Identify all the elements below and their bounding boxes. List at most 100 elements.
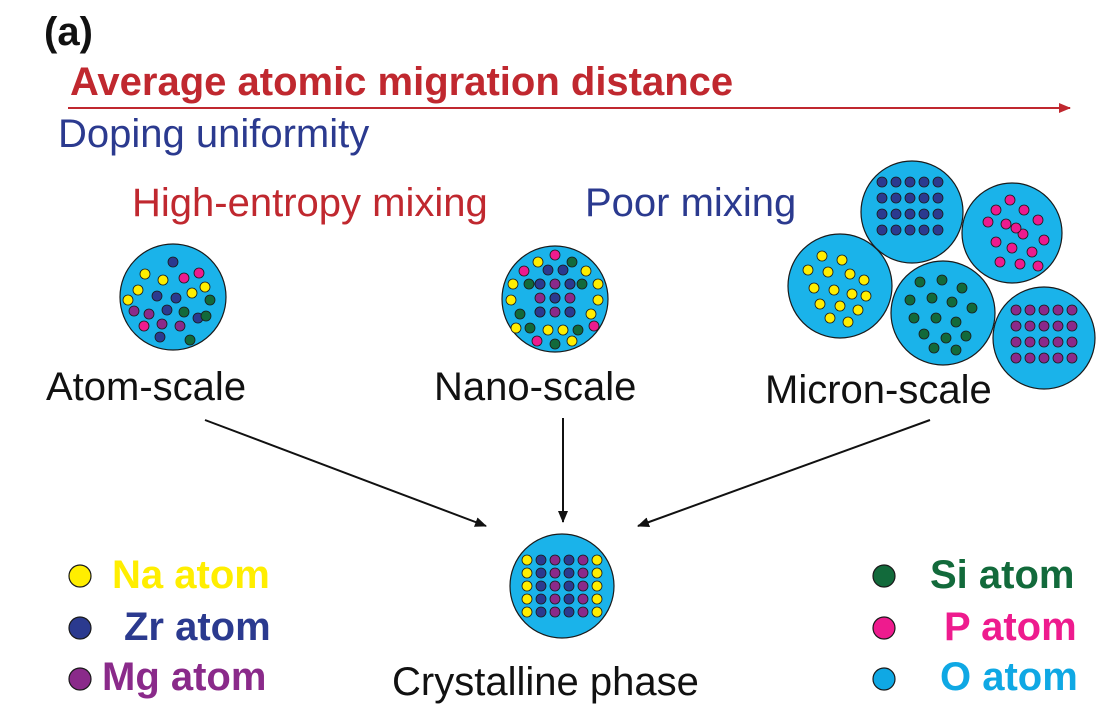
- micron-p-dot: [1032, 260, 1044, 272]
- micron-si-dot: [914, 276, 926, 288]
- micron-mg-dot: [1066, 320, 1078, 332]
- nano-scale-dot: [576, 278, 588, 290]
- micron-zr-dot: [918, 192, 930, 204]
- atom-scale-dot: [139, 268, 151, 280]
- micron-mg-dot: [1010, 352, 1022, 364]
- nano-scale-dot: [542, 324, 554, 336]
- atom-scale-dot: [199, 281, 211, 293]
- doping-uniformity-label: Doping uniformity: [58, 112, 370, 156]
- micron-p-dot: [990, 236, 1002, 248]
- micron-na-dot: [828, 284, 840, 296]
- crystalline-dot: [535, 593, 547, 605]
- crystalline-dot: [577, 606, 589, 618]
- micron-si-dot: [936, 274, 948, 286]
- crystalline-dot: [549, 567, 561, 579]
- atom-scale-dot: [132, 284, 144, 296]
- micron-mg-dot: [1024, 336, 1036, 348]
- micron-p-dot: [990, 204, 1002, 216]
- micron-zr-dot: [904, 176, 916, 188]
- poor-mixing-label: Poor mixing: [585, 181, 797, 225]
- micron-p-dot: [1000, 218, 1012, 230]
- micron-si-dot: [908, 312, 920, 324]
- micron-zr-dot: [890, 224, 902, 236]
- nano-scale-dot: [557, 324, 569, 336]
- micron-na-dot: [824, 312, 836, 324]
- micron-zr-dot: [918, 224, 930, 236]
- micron-zr-dot: [932, 176, 944, 188]
- micron-mg-dot: [1010, 336, 1022, 348]
- nano-scale-dot: [514, 308, 526, 320]
- atom-scale-dot: [200, 310, 212, 322]
- atom-scale-dot: [138, 320, 150, 332]
- micron-mg-dot: [1010, 304, 1022, 316]
- panel-label: (a): [44, 10, 93, 54]
- micron-zr-dot: [876, 208, 888, 220]
- atom-scale-dot: [154, 331, 166, 343]
- crystalline-dot: [563, 580, 575, 592]
- micron-si-dot: [940, 332, 952, 344]
- micron-na-dot: [852, 304, 864, 316]
- micron-p-dot: [1004, 194, 1016, 206]
- micron-mg-dot: [1038, 352, 1050, 364]
- crystalline-dot: [591, 593, 603, 605]
- micron-na-dot: [844, 268, 856, 280]
- micron-zr-dot: [876, 176, 888, 188]
- micron-si-dot: [966, 302, 978, 314]
- crystalline-dot: [549, 554, 561, 566]
- micron-zr-dot: [876, 192, 888, 204]
- nano-scale-dot: [588, 320, 600, 332]
- crystalline-dot: [549, 580, 561, 592]
- atom-scale-dot: [193, 267, 205, 279]
- micron-p-dot: [1038, 234, 1050, 246]
- micron-na-dot: [802, 264, 814, 276]
- legend-o-swatch: [872, 667, 896, 691]
- nano-scale-dot: [585, 308, 597, 320]
- atom-scale-dot: [143, 308, 155, 320]
- nano-scale-dot: [572, 324, 584, 336]
- crystalline-dot: [521, 580, 533, 592]
- micron-na-dot: [814, 298, 826, 310]
- nano-core-dot: [564, 278, 576, 290]
- micron-mg-dot: [1052, 352, 1064, 364]
- crystalline-dot: [563, 567, 575, 579]
- atom-scale-dot: [184, 334, 196, 346]
- micron-na-dot: [860, 290, 872, 302]
- micron-zr-dot: [932, 208, 944, 220]
- micron-mg-dot: [1024, 320, 1036, 332]
- atom-scale-dot: [204, 294, 216, 306]
- nano-scale-dot: [566, 335, 578, 347]
- nano-scale-dot: [549, 249, 561, 261]
- micron-zr-dot: [918, 208, 930, 220]
- crystalline-dot: [521, 593, 533, 605]
- legend-p-label: P atom: [944, 605, 1077, 649]
- micron-zr-dot: [904, 208, 916, 220]
- atom-scale-dot: [161, 304, 173, 316]
- micron-na-dot: [842, 316, 854, 328]
- micron-na-grain: [787, 233, 893, 339]
- micron-mg-dot: [1052, 336, 1064, 348]
- crystalline-dot: [577, 593, 589, 605]
- legend-si-label: Si atom: [930, 553, 1075, 597]
- micron-mg-dot: [1024, 352, 1036, 364]
- micron-na-dot: [822, 266, 834, 278]
- crystalline-dot: [563, 554, 575, 566]
- nano-scale-dot: [505, 294, 517, 306]
- micron-zr-dot: [876, 224, 888, 236]
- crystalline-dot: [577, 580, 589, 592]
- nano-scale-dot: [580, 265, 592, 277]
- micron-si-dot: [956, 282, 968, 294]
- nano-core-dot: [549, 306, 561, 318]
- micron-mg-dot: [1066, 304, 1078, 316]
- micron-si-dot: [904, 294, 916, 306]
- migration-distance-label: Average atomic migration distance: [70, 60, 734, 104]
- micron-p-dot: [1006, 242, 1018, 254]
- atom-scale-dot: [178, 306, 190, 318]
- legend-p-swatch: [872, 616, 896, 640]
- atom-scale-dot: [167, 256, 179, 268]
- micron-na-dot: [808, 282, 820, 294]
- micron-mg-dot: [1038, 336, 1050, 348]
- crystalline-dot: [577, 567, 589, 579]
- micron-p-dot: [1032, 214, 1044, 226]
- nano-scale-dot: [532, 256, 544, 268]
